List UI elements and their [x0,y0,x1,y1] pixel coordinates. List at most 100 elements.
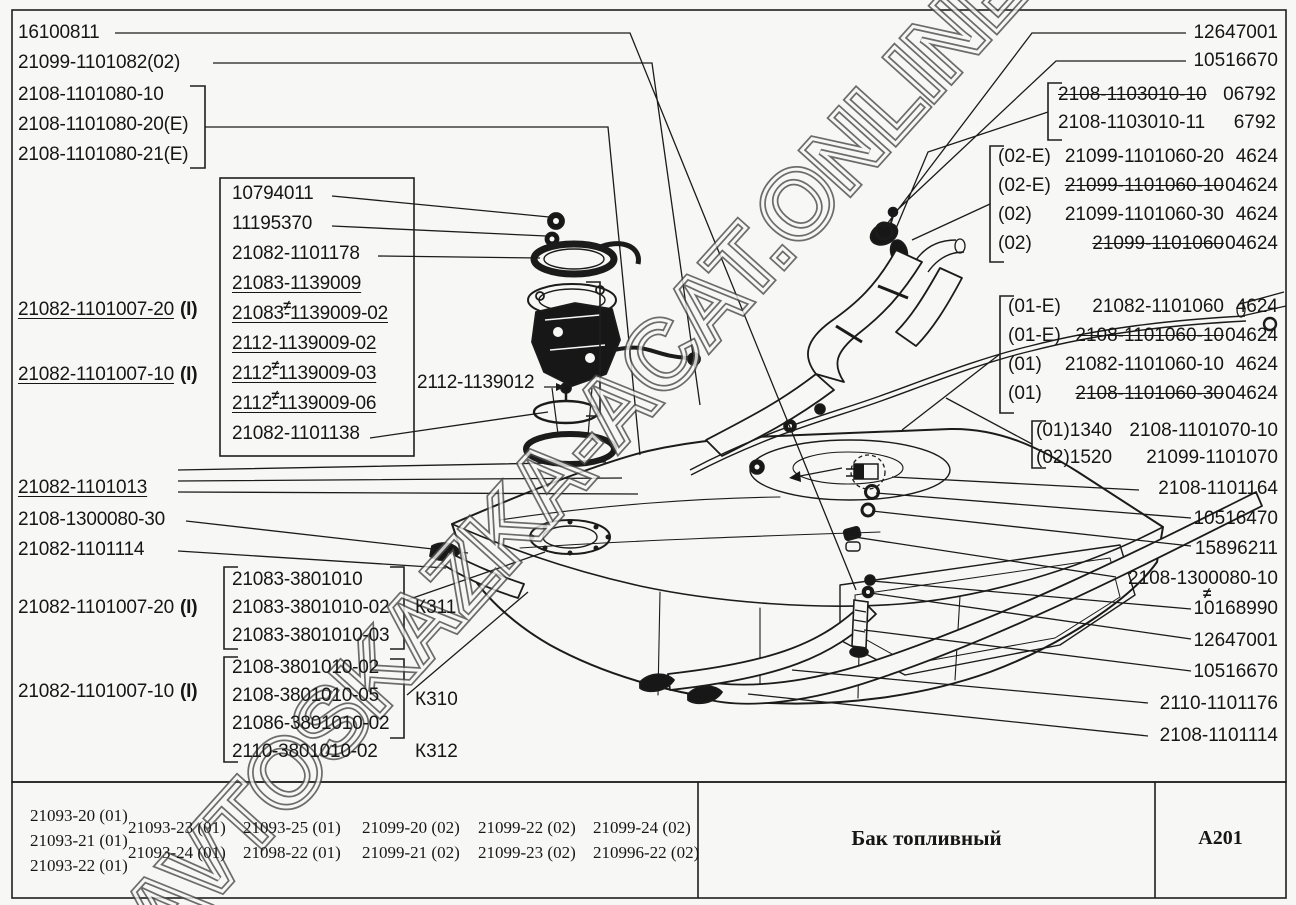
qty: 6792 [1233,112,1276,133]
part-label-21099-1101082: 21099-1101082(02) [18,52,181,73]
model-code: 21099-24 (02) [593,818,691,837]
model-code: 21099-23 (02) [478,843,576,862]
qty: 04624 [1225,233,1278,254]
model-code: 21099-22 (02) [478,818,576,837]
part-link-21083-1139009[interactable]: 21083-1139009 [232,273,362,294]
variant-prefix: (01) [1008,383,1042,404]
pn: 21082-1101060-10 [1064,354,1224,375]
part-label-21082-1101138: 21082-1101138 [232,423,360,444]
variant-prefix: (01)1340 [1036,420,1113,441]
sheet-code: A201 [1198,827,1243,849]
variant-prefix: (02-E) [998,146,1051,167]
part-link-2112-1139009-03[interactable]: 2112≠-1139009-03 [232,357,377,385]
part-label-10516470: 10516470 [1193,508,1278,529]
model-code: 21093-23 (01) [128,818,226,837]
variant-prefix: (02-E) [998,175,1051,196]
part-label-2108-1300080-10: 2108-1300080-10 [1127,568,1278,589]
fuel-pump-module [523,212,701,467]
part-label-10794011: 10794011 [232,183,314,204]
pn: 21082-1101007-20 [18,299,174,320]
pump-parts-box [219,177,415,457]
tube-row-1: (01)1340 2108-1101070-10 [1036,420,1278,442]
part-label-2108-1101114-right: 2108-1101114 [1159,725,1278,746]
variant-prefix: (01-E) [1008,296,1061,317]
pn: 2108-1101070-10 [1129,420,1278,441]
variant-suffix: (I) [179,597,198,618]
pn: 21082-1101007-10 [18,681,174,702]
variant-label-21082-1101007-10[interactable]: 21082-1101007-10(I) [18,364,198,386]
part-label-21082-1101178: 21082-1101178 [232,243,360,264]
pn-struck: 2108-1101060-10 [1075,325,1224,346]
qty: 4624 [1235,296,1278,317]
variant-suffix: (I) [179,681,198,702]
part-label-21083-3801010: 21083-3801010 [232,569,363,590]
group-brackets [190,82,1062,763]
part-label-10168990: 10168990 [1193,598,1278,619]
part-label-21083-3801010-02: 21083-3801010-02 [232,597,390,618]
kit-code-k311: К311 [415,597,457,618]
variant-prefix: (02) [998,204,1032,225]
kit-code-k312: К312 [415,741,458,762]
qty: 4624 [1235,354,1278,375]
part-label-2108-3801010-05: 2108-3801010-05 [232,685,380,706]
part-label-2108-3801010-02: 2108-3801010-02 [232,657,380,678]
part-link-21082-1101013[interactable]: 21082-1101013 [18,477,148,498]
pn-struck: 21099-1101060-10 [1064,175,1224,196]
part-link-2112-1139009-02[interactable]: 2112-1139009-02 [232,333,377,354]
part-link-2112-1139009-06[interactable]: 2112≠-1139009-06 [232,387,377,415]
qty: 04624 [1225,175,1278,196]
model-code: 21093-24 (01) [128,843,226,862]
part-label-10516670-top: 10516670 [1193,50,1278,71]
variant-label-21082-1101007-20[interactable]: 21082-1101007-20(I) [18,299,198,321]
leader-lines [115,32,1192,737]
model-code: 21093-25 (01) [243,818,341,837]
variant-suffix: (I) [179,364,198,385]
variant-prefix: (01) [1008,354,1042,375]
part-link-21083-1139009-02[interactable]: 21083≠-1139009-02 [232,297,388,325]
part-label-2108-1101080-21E: 2108-1101080-21(E) [18,144,189,165]
pn: 21082-1101007-20 [18,597,174,618]
part-label-2110-1101176: 2110-1101176 [1159,693,1278,714]
not-equal-mark: ≠ [271,387,280,403]
part-label-21086-3801010-02: 21086-3801010-02 [232,713,390,734]
part-label-12647001-top: 12647001 [1193,22,1278,43]
pn: 2108-1103010-11 [1058,112,1206,133]
hose02-row-3: (02) 21099-1101060-30 4624 [998,204,1278,226]
pn-struck: 2108-1101060-30 [1075,383,1224,404]
qty: 4624 [1235,146,1278,167]
pn-suffix: -1139009-06 [272,393,377,414]
mounting-hardware [749,206,899,658]
arrowhead [556,383,565,391]
sender-flange-ring [529,519,611,556]
part-label-2112-1139012: 2112-1139012 [417,372,535,393]
pn-suffix: -1139009-03 [272,363,377,384]
pn-prefix: 2112 [232,393,273,414]
model-code: 21093-21 (01) [30,831,128,850]
part-label-10516670-bottom: 10516670 [1193,661,1278,682]
pn: 21099-1101060-30 [1064,204,1224,225]
model-code: 21093-20 (01) [30,806,128,825]
part-label-12647001-bottom: 12647001 [1193,630,1278,651]
qty: 4624 [1235,204,1278,225]
part-label-2108-1101080-20E: 2108-1101080-20(E) [18,114,189,135]
pn-struck: 2108-1103010-10 [1058,84,1207,105]
model-code: 21099-21 (02) [362,843,460,862]
kit-code-k310: К310 [415,689,458,710]
variant-label-lower-10: 21082-1101007-10 (I) [18,681,198,703]
model-code: 21093-22 (01) [30,856,128,875]
part-label-15896211: 15896211 [1194,538,1278,559]
part-label-21083-3801010-03: 21083-3801010-03 [232,625,390,646]
part-label-2108-1101164: 2108-1101164 [1158,478,1278,499]
part-label-2108-1300080-30: 2108-1300080-30 [18,509,166,530]
part-label-2108-1101080-10: 2108-1101080-10 [18,84,164,105]
page-frame [11,9,1287,899]
